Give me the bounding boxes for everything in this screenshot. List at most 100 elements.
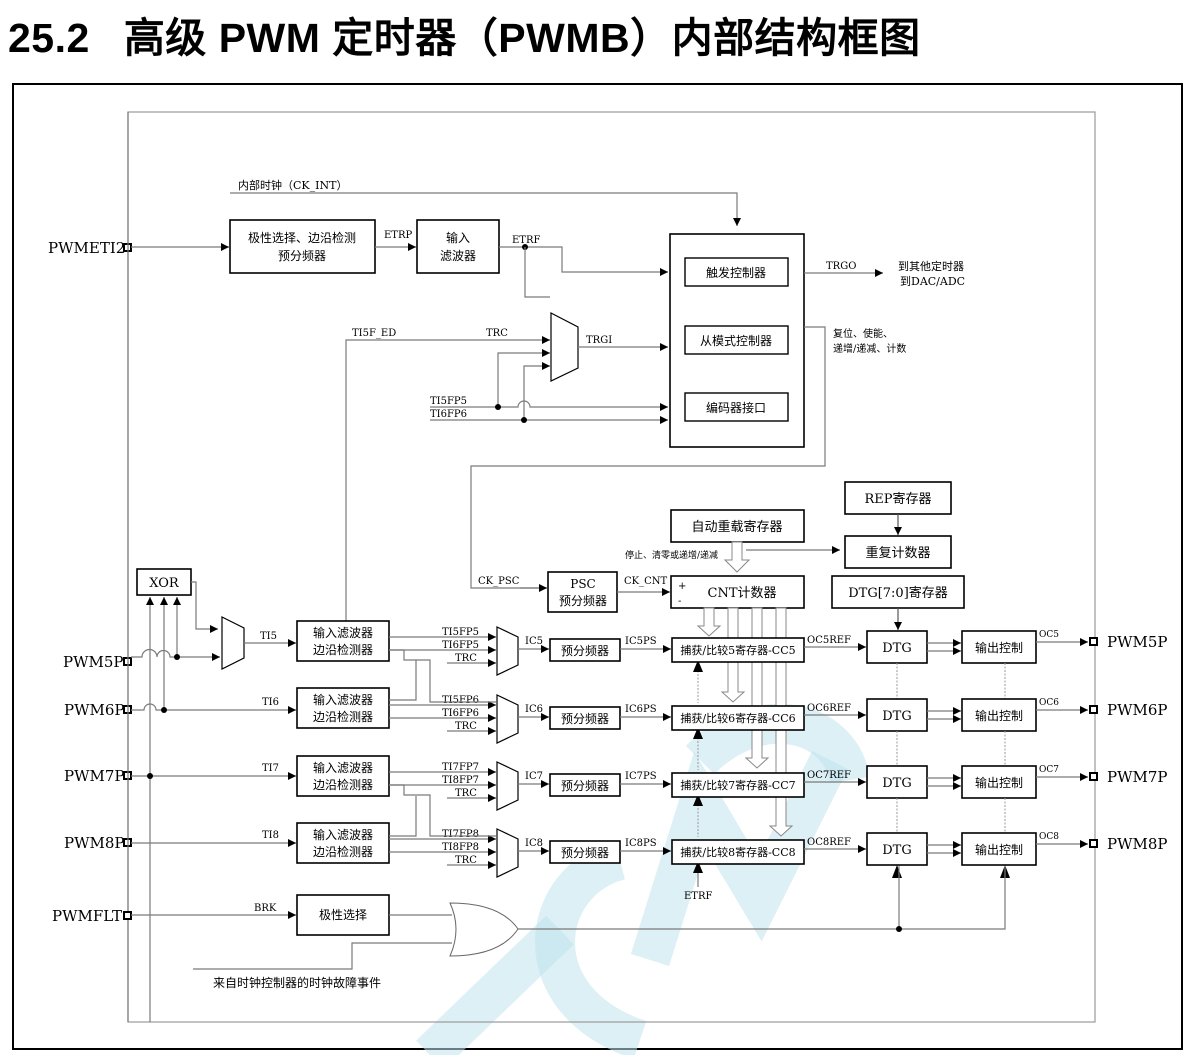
mux-input-label: TI8FP8 [442, 842, 479, 853]
oc6-label: OC6 [1039, 698, 1059, 708]
section-title: 高级 PWM 定时器（PWMB）内部结构框图 [123, 15, 921, 61]
arrow-up [693, 794, 703, 806]
etr-filter-label: 输入 [446, 230, 470, 245]
ic6ps-label: IC6PS [625, 704, 657, 715]
etrf-bottom-label: ETRF [684, 891, 712, 902]
output-control-ch8 [961, 832, 1037, 866]
ic-mux-ch5 [496, 626, 519, 676]
mux-input-label: TRC [455, 855, 477, 866]
output-control-label: 输出控制 [975, 640, 1023, 655]
etr-prescaler-label-2: 预分频器 [278, 249, 326, 263]
output-control-label: 输出控制 [975, 842, 1023, 857]
cross-wire [389, 649, 496, 703]
encoder-interface-label: 编码器接口 [706, 400, 766, 415]
auto-reload-label: 自动重载寄存器 [691, 519, 782, 535]
junction [147, 773, 153, 779]
xor-out-wire [191, 581, 218, 633]
input-filter-ch5 [296, 620, 390, 662]
cc-register-ch6 [671, 705, 805, 731]
cc7-label: 捕获/比较7寄存器-CC7 [680, 778, 795, 792]
polarity-select-block [296, 894, 390, 936]
ck-psc-label: CK_PSC [478, 576, 520, 587]
slave-controller-label: 从模式控制器 [700, 334, 772, 348]
slave-note-label: 复位、使能、 [833, 327, 893, 340]
dtg-label: DTG [882, 641, 911, 656]
pin-label-pwm7p: PWM7P [64, 767, 125, 785]
pin-out-pwm8p[interactable] [1089, 839, 1098, 848]
pin-pwmflt[interactable] [123, 911, 132, 920]
mux-input-label: TI5FP6 [442, 695, 479, 706]
mux-input-label: TI5FP5 [442, 627, 479, 638]
trgi-mux [550, 312, 579, 382]
ck-int-wire [230, 192, 741, 226]
arrow-up [693, 727, 703, 739]
trigger-controller-label: 触发控制器 [706, 265, 766, 280]
psc-label: PSC [570, 577, 595, 591]
ti6fp6-label: TI6FP6 [430, 409, 467, 420]
psc-label-2: 预分频器 [559, 594, 607, 608]
cnt-counter-label: CNT计数器 [708, 586, 777, 601]
dtg-register [831, 575, 965, 609]
pin-label-pwm5p: PWM5P [63, 653, 124, 671]
ic8ps-label: IC8PS [625, 838, 657, 849]
xor-label: XOR [149, 576, 180, 591]
ic7-label: IC7 [525, 771, 543, 782]
edge-detector-label: 边沿检测器 [313, 844, 373, 859]
dtg-ch8 [866, 832, 928, 866]
pin-out-pwm7p[interactable] [1089, 772, 1098, 781]
ti5fp5-wire [430, 400, 668, 411]
output-control-ch7 [961, 765, 1037, 799]
input-filter-ch6 [296, 687, 390, 729]
slave-mode-controller [684, 325, 789, 355]
pin-label-pwm8p: PWM8P [64, 834, 125, 852]
input-filter-label: 输入滤波器 [313, 625, 373, 640]
pwm5p-wire [131, 648, 220, 661]
cross-wire [389, 796, 417, 837]
ic-prescaler-ch8 [549, 840, 621, 864]
brk-label: BRK [254, 903, 277, 914]
clock-fault-label: 来自时钟控制器的时钟故障事件 [213, 975, 381, 990]
pin-label-pwm6p: PWM6P [64, 701, 125, 719]
etrp-label: ETRP [384, 230, 412, 241]
etr-filter-block [416, 219, 500, 274]
pin-out-pwm6p[interactable] [1089, 705, 1098, 714]
pin-label-out-pwm7p: PWM7P [1107, 768, 1168, 786]
arrow-up [693, 861, 703, 873]
junction [521, 417, 527, 423]
mux-input-label: TI8FP7 [442, 775, 479, 786]
trgo-label: TRGO [826, 261, 856, 272]
ti5-label: TI5 [260, 631, 277, 642]
mux-input-label: TI7FP8 [442, 829, 479, 840]
ic-prescaler-label: 预分频器 [561, 779, 609, 793]
cc-register-ch8 [671, 839, 805, 865]
rep-register-label: REP寄存器 [864, 491, 931, 507]
output-control-label: 输出控制 [975, 775, 1023, 790]
oc7ref-label: OC7REF [807, 770, 851, 781]
ic-prescaler-ch7 [549, 773, 621, 797]
dtg-label: DTG [882, 776, 911, 791]
ic-prescaler-ch5 [549, 638, 621, 662]
oc8-label: OC8 [1039, 832, 1059, 842]
ti5f-ed-wire [345, 336, 550, 642]
ic-mux-ch8 [496, 828, 519, 878]
reload-note-label: 停止、清零或递增/递减 [625, 549, 718, 561]
ti5fp5-label: TI5FP5 [430, 396, 467, 407]
mux-input-label: TRC [455, 788, 477, 799]
output-control-label: 输出控制 [975, 708, 1023, 723]
cc8-label: 捕获/比较8寄存器-CC8 [680, 845, 795, 859]
ic8-label: IC8 [525, 838, 543, 849]
oc7-label: OC7 [1039, 765, 1059, 775]
dtg-label: DTG [882, 709, 911, 724]
pin-out-pwm5p[interactable] [1089, 637, 1098, 646]
trgi-label: TRGI [586, 335, 612, 346]
ti6-label: TI6 [262, 697, 279, 708]
break-wire [518, 866, 1006, 930]
ti6fp6-to-mux [523, 362, 550, 420]
ic-prescaler-label: 预分频器 [561, 644, 609, 658]
repetition-counter [844, 535, 952, 569]
pin-label-out-pwm6p: PWM6P [1107, 701, 1168, 719]
reload-to-cnt-arrow [723, 541, 751, 573]
pin-label-pwmflt: PWMFLT [52, 907, 122, 925]
input-filter-ch7 [296, 755, 390, 797]
